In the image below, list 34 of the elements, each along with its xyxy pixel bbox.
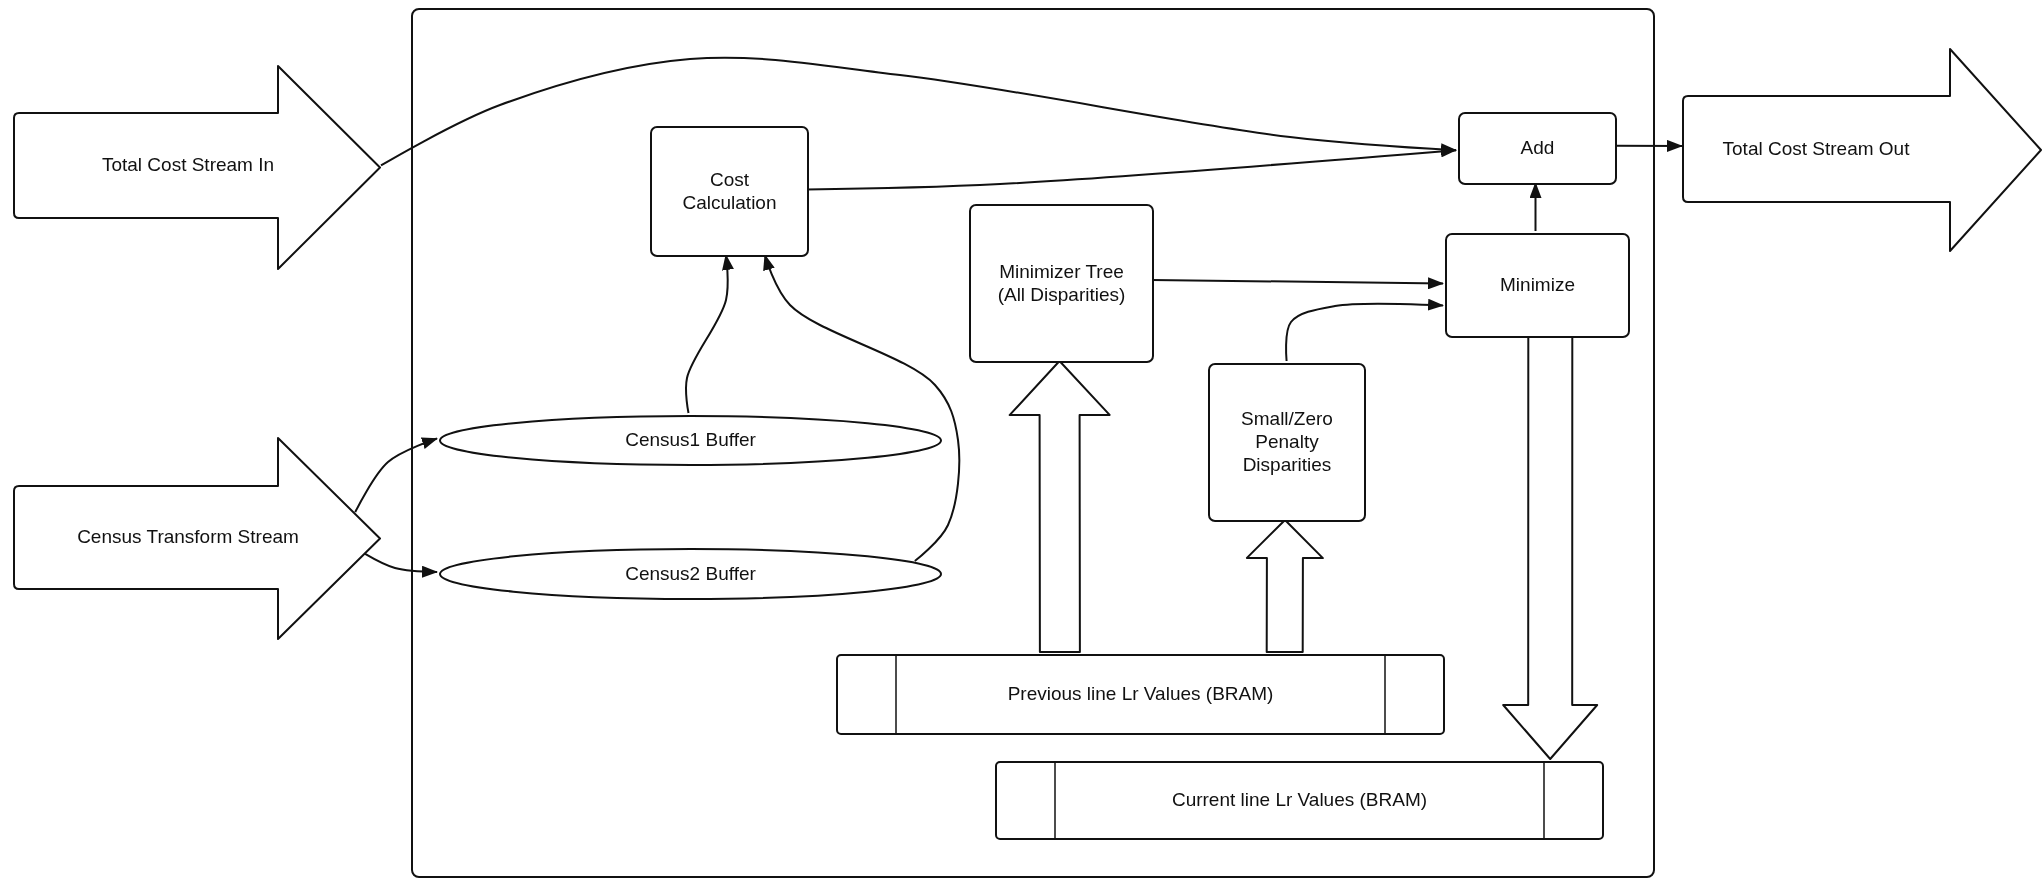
stream-block-arrow [1682, 48, 2042, 252]
node-label: Census2 Buffer [625, 562, 756, 586]
node-label: Total Cost Stream Out [1722, 137, 1910, 161]
block-arrow [1502, 335, 1599, 760]
node-label: Small/Zero Penalty Disparities [1240, 408, 1334, 477]
memory-block [995, 761, 1604, 840]
process-box [1445, 233, 1630, 338]
node-label: Current line Lr Values (BRAM) [1171, 789, 1428, 812]
arrow [1529, 182, 1542, 232]
process-box [1458, 112, 1617, 185]
node-label: Add [1520, 137, 1555, 160]
block-arrow [1245, 519, 1324, 653]
memory-block [836, 654, 1445, 735]
node-label: Cost Calculation [681, 168, 778, 215]
node-label: Census1 Buffer [625, 429, 756, 452]
arrow [763, 254, 961, 563]
arrow [1285, 298, 1444, 362]
node-label: Census Transform Stream [77, 526, 299, 549]
buffer-ellipse [439, 415, 942, 466]
node-label: Minimize [1500, 274, 1575, 297]
arrow [364, 552, 438, 578]
stream-block-arrow [13, 65, 381, 270]
block-arrow [1008, 360, 1111, 653]
stream-block-arrow [13, 437, 381, 640]
arrow [685, 254, 734, 414]
node-label: Total Cost Stream In [101, 154, 275, 177]
node-label: Minimizer Tree (All Disparities) [996, 260, 1127, 307]
process-box [1208, 363, 1366, 522]
process-box [969, 204, 1154, 363]
node-label: Previous line Lr Values (BRAM) [1007, 683, 1274, 706]
arrow [354, 437, 438, 514]
buffer-ellipse [439, 548, 942, 600]
process-box [650, 126, 809, 257]
module-frame [411, 8, 1655, 878]
